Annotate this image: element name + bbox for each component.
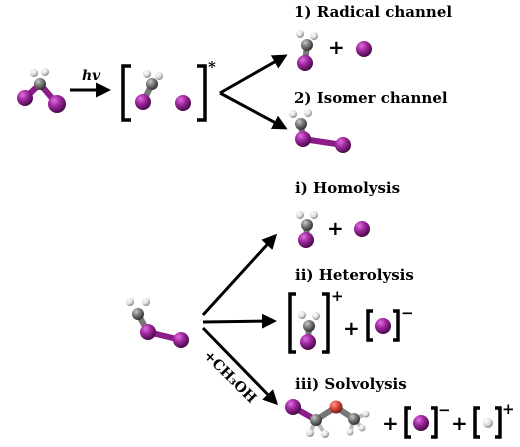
carbon-atom (301, 39, 313, 51)
hydrogen-atom (296, 30, 304, 38)
isomer-channel-arrow (219, 91, 288, 130)
carbon-atom (34, 78, 46, 90)
iodine-atom (48, 95, 66, 113)
right-bracket (393, 309, 400, 342)
homolysis-arrow (201, 233, 278, 317)
hydrogen-atom (298, 311, 306, 319)
photoexcitation-arrow: hv (70, 68, 111, 98)
solvolysis-products: + − + + (285, 399, 515, 439)
hydrogen-atom (289, 110, 297, 118)
plus-sign: + (343, 316, 360, 340)
carbon-atom (310, 414, 322, 426)
hydrogen-atom (306, 429, 314, 437)
cation-charge: + (331, 287, 344, 305)
hydrogen-atom (310, 211, 318, 219)
excited-state-complex: * (121, 58, 216, 122)
isomer-molecule (289, 109, 351, 153)
hydrogen-atom (41, 68, 49, 76)
radical-channel-products: + (296, 30, 372, 71)
iodine-atom (335, 137, 351, 153)
solvolysis-label: iii) Solvolysis (295, 375, 407, 393)
carbon-atom (295, 118, 307, 130)
hydrogen-atom (312, 312, 320, 320)
iodine-atom (285, 399, 301, 415)
anion-charge: − (401, 304, 414, 322)
iodine-atom (17, 90, 33, 106)
radical-channel-label: 1) Radical channel (294, 3, 452, 21)
carbon-atom (348, 413, 360, 425)
iodine-atom (140, 324, 156, 340)
hydrogen-atom (30, 69, 38, 77)
left-bracket (473, 406, 480, 439)
left-bracket (121, 64, 131, 122)
iodine-atom (295, 131, 311, 147)
carbon-atom (301, 219, 313, 231)
hydrogen-atom (142, 298, 150, 306)
left-bracket (404, 406, 411, 439)
oxygen-atom (329, 400, 343, 414)
excited-mark: * (208, 58, 216, 76)
hv-label: hv (82, 68, 101, 84)
hydrogen-atom (304, 109, 312, 117)
right-bracket (197, 64, 207, 122)
anion-charge: − (438, 401, 451, 419)
cation-charge: + (502, 400, 515, 418)
diiodomethane-molecule (17, 68, 66, 113)
iodide-anion (375, 318, 391, 334)
hydrogen-atom (346, 428, 354, 436)
hydrogen-atom (310, 32, 318, 40)
carbon-atom (303, 320, 315, 332)
homolysis-label: i) Homolysis (295, 179, 400, 197)
hydrogen-atom (321, 430, 329, 438)
radical-channel-arrow (219, 54, 288, 95)
hydrogen-atom (155, 72, 163, 80)
hydrogen-atom (358, 424, 366, 432)
iodine-atom (175, 95, 191, 111)
hydrogen-atom (362, 410, 370, 418)
plus-sign: + (451, 411, 468, 435)
heterolysis-label: ii) Heterolysis (295, 266, 414, 284)
isomer-reactant (126, 298, 189, 348)
plus-sign: + (327, 216, 344, 240)
left-bracket (288, 292, 296, 354)
carbon-atom (132, 308, 144, 320)
heterolysis-products: + + − (288, 287, 414, 354)
isomer-channel-label: 2) Isomer channel (294, 89, 448, 107)
iodine-atom (173, 332, 189, 348)
hydrogen-atom (126, 298, 134, 306)
hydrogen-atom (143, 70, 151, 78)
carbon-atom (146, 78, 158, 90)
solvolysis-arrow (201, 326, 279, 406)
iodine-atom (298, 232, 314, 248)
hydrogen-atom (296, 211, 304, 219)
iodine-atom (135, 94, 151, 110)
heterolysis-arrow (202, 313, 277, 329)
right-bracket (495, 406, 502, 439)
right-bracket (322, 292, 330, 354)
homolysis-products: + (296, 211, 370, 248)
proton (483, 418, 493, 428)
iodine-atom (300, 334, 316, 350)
iodine-atom (354, 221, 370, 237)
iodide-anion (413, 415, 429, 431)
right-bracket (431, 406, 438, 439)
iodine-atom (356, 41, 372, 57)
plus-sign: + (328, 35, 345, 59)
plus-sign: + (382, 411, 399, 435)
left-bracket (366, 309, 373, 342)
iodine-atom (297, 55, 313, 71)
